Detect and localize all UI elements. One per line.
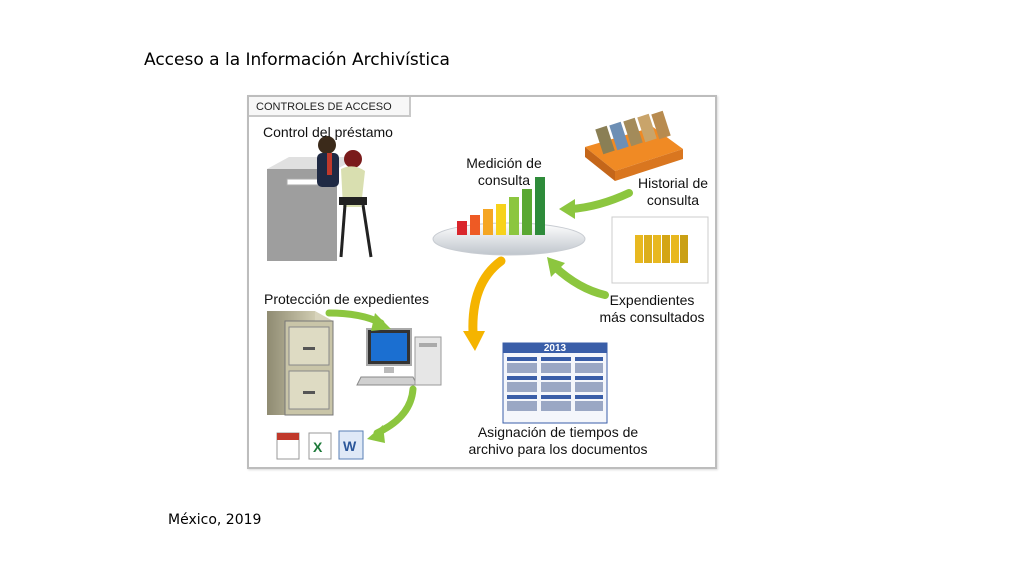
access-controls-diagram: X W [247, 95, 717, 469]
flow-arrows [325, 189, 633, 443]
svg-text:W: W [343, 438, 357, 454]
folder-drawer-illustration [585, 110, 683, 181]
label-retention-line1: Asignación de tiempos de [477, 424, 639, 440]
slide-title: Acceso a la Información Archivística [144, 50, 450, 70]
label-history-line1: Historial de [637, 175, 709, 191]
arrowhead-cabinet-to-computer [371, 313, 391, 331]
arrow-measurement-to-calendar [468, 256, 506, 338]
label-retention-line2: archivo para los documentos [468, 441, 648, 457]
arrowhead-most-consulted-to-measurement [547, 257, 565, 277]
label-measurement-line2: consulta [477, 172, 531, 188]
label-measurement-line1: Medición de [466, 155, 542, 171]
label-most-consulted: Expendientes más consultados [589, 292, 715, 326]
binders-photo [611, 216, 709, 284]
bar-chart-platform-illustration [432, 177, 586, 256]
excel-file-icon: X [308, 432, 332, 460]
word-file-icon: W [338, 430, 364, 460]
arrowhead-measurement-to-calendar [463, 331, 485, 351]
pdf-file-icon [276, 432, 300, 460]
arrow-most-consulted-to-measurement [551, 263, 609, 299]
arrow-history-to-measurement [567, 189, 633, 213]
label-protection: Protección de expedientes [264, 291, 429, 307]
diagram-artwork: X W [267, 110, 709, 460]
label-measurement: Medición de consulta [449, 155, 559, 189]
panel-header: CONTROLES DE ACCESO [249, 97, 411, 117]
label-most-consulted-line1: Expendientes [609, 292, 695, 308]
calendar-year: 2013 [544, 343, 567, 354]
label-loan-control: Control del préstamo [263, 124, 393, 140]
label-retention: Asignación de tiempos de archivo para lo… [453, 424, 663, 458]
label-history-line2: consulta [646, 192, 700, 208]
computer-illustration [356, 328, 442, 386]
calendar-illustration [502, 342, 608, 424]
arrowhead-history-to-measurement [559, 199, 575, 219]
desk-scene-illustration [267, 136, 373, 261]
svg-text:X: X [313, 439, 323, 455]
label-history: Historial de consulta [625, 175, 721, 209]
label-most-consulted-line2: más consultados [599, 309, 705, 325]
slide-footer: México, 2019 [168, 512, 262, 528]
filing-cabinet-illustration [267, 311, 334, 416]
file-icons-group: X W [276, 430, 364, 460]
arrowhead-computer-to-files [367, 425, 385, 443]
